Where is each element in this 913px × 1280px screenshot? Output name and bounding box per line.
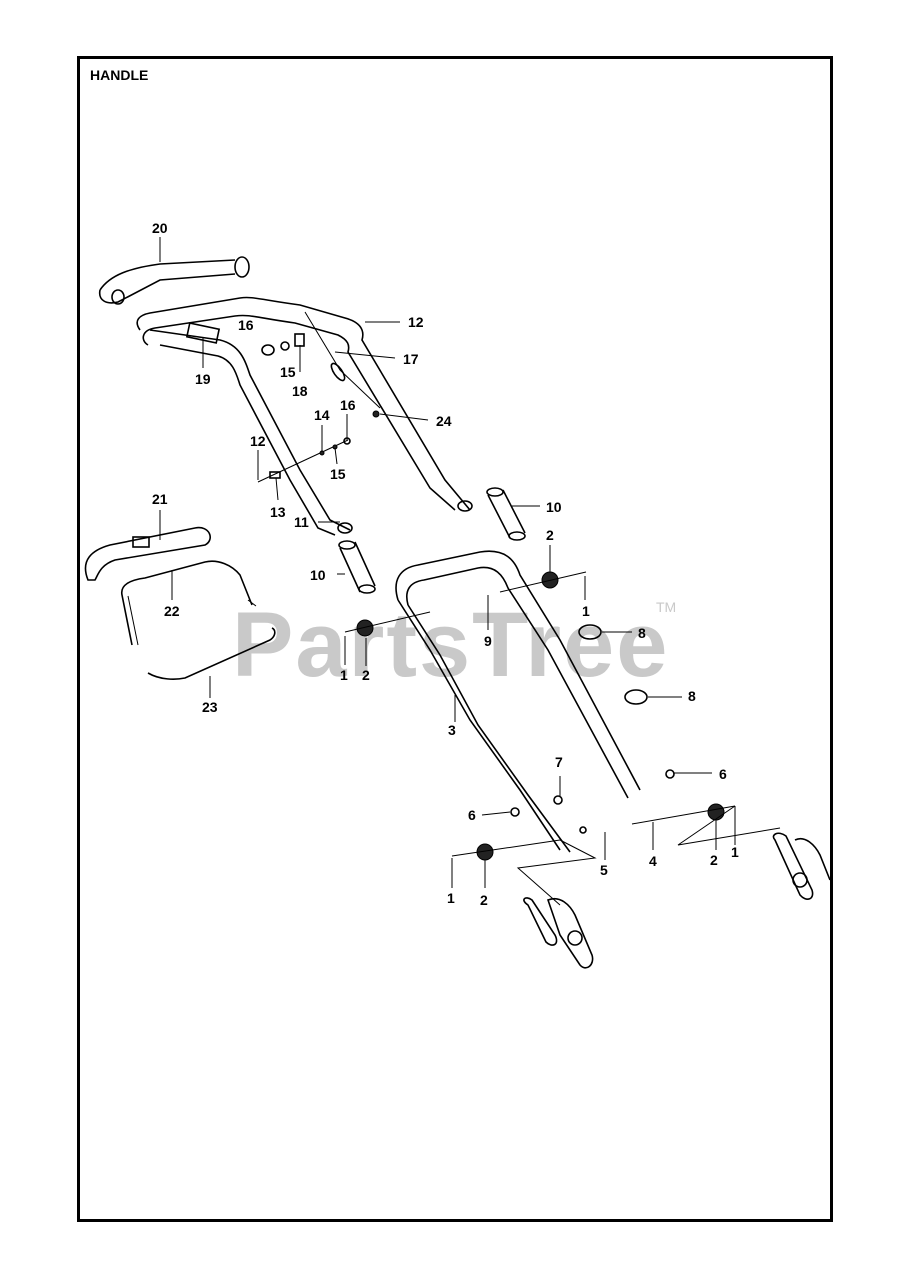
callout-24: 24 (436, 413, 452, 429)
callout-2b: 2 (362, 667, 370, 683)
watermark: PartsTree (232, 594, 669, 696)
upper-handle-part (136, 296, 473, 536)
callout-10: 10 (546, 499, 562, 515)
callout-21: 21 (152, 491, 168, 507)
bail-rod-part (121, 560, 253, 646)
cable-clip-part (185, 322, 221, 344)
callout-13: 13 (270, 504, 286, 520)
bracket-part (294, 333, 305, 347)
page-title: HANDLE (90, 67, 149, 83)
callout-5: 5 (600, 862, 608, 878)
callout-7: 7 (555, 754, 563, 770)
callout-12: 12 (408, 314, 424, 330)
callout-6b: 6 (719, 766, 727, 782)
callout-12b: 12 (250, 433, 266, 449)
lower-handle-part (395, 550, 641, 853)
callout-2c: 2 (710, 852, 718, 868)
diagram-frame (77, 56, 833, 1222)
callout-23: 23 (202, 699, 218, 715)
callout-9: 9 (484, 633, 492, 649)
pivot-bracket-part (523, 832, 831, 969)
callout-8: 8 (638, 625, 646, 641)
callout-3: 3 (448, 722, 456, 738)
handle-grip-part (98, 256, 250, 305)
clamp-part (578, 624, 602, 640)
callout-1: 1 (340, 667, 348, 683)
callout-19: 19 (195, 371, 211, 387)
callout-17: 17 (403, 351, 419, 367)
callout-22: 22 (164, 603, 180, 619)
callout-8b: 8 (688, 688, 696, 704)
callout-2d: 2 (480, 892, 488, 908)
handle-sleeve-part (338, 487, 526, 594)
bail-handle-part (84, 526, 211, 581)
callout-15: 15 (280, 364, 296, 380)
callout-1d: 1 (447, 890, 455, 906)
cap-part (261, 344, 275, 356)
callout-14: 14 (314, 407, 330, 423)
callout-1b: 1 (582, 603, 590, 619)
watermark-trademark: TM (656, 599, 676, 615)
washer-part (280, 341, 290, 351)
callout-15b: 15 (330, 466, 346, 482)
callout-10b: 10 (310, 567, 326, 583)
callout-11: 11 (294, 514, 309, 530)
callout-16: 16 (238, 317, 254, 333)
callout-4: 4 (649, 853, 657, 869)
callout-2: 2 (546, 527, 554, 543)
control-cable-part (304, 311, 381, 409)
callout-18: 18 (292, 383, 308, 399)
callout-16b: 16 (340, 397, 356, 413)
callout-labels: 20 12 16 17 15 18 19 14 16 24 12 15 13 2… (152, 220, 739, 908)
link-rod-part (147, 627, 276, 680)
callout-1c: 1 (731, 844, 739, 860)
callout-6: 6 (468, 807, 476, 823)
callout-20: 20 (152, 220, 168, 236)
